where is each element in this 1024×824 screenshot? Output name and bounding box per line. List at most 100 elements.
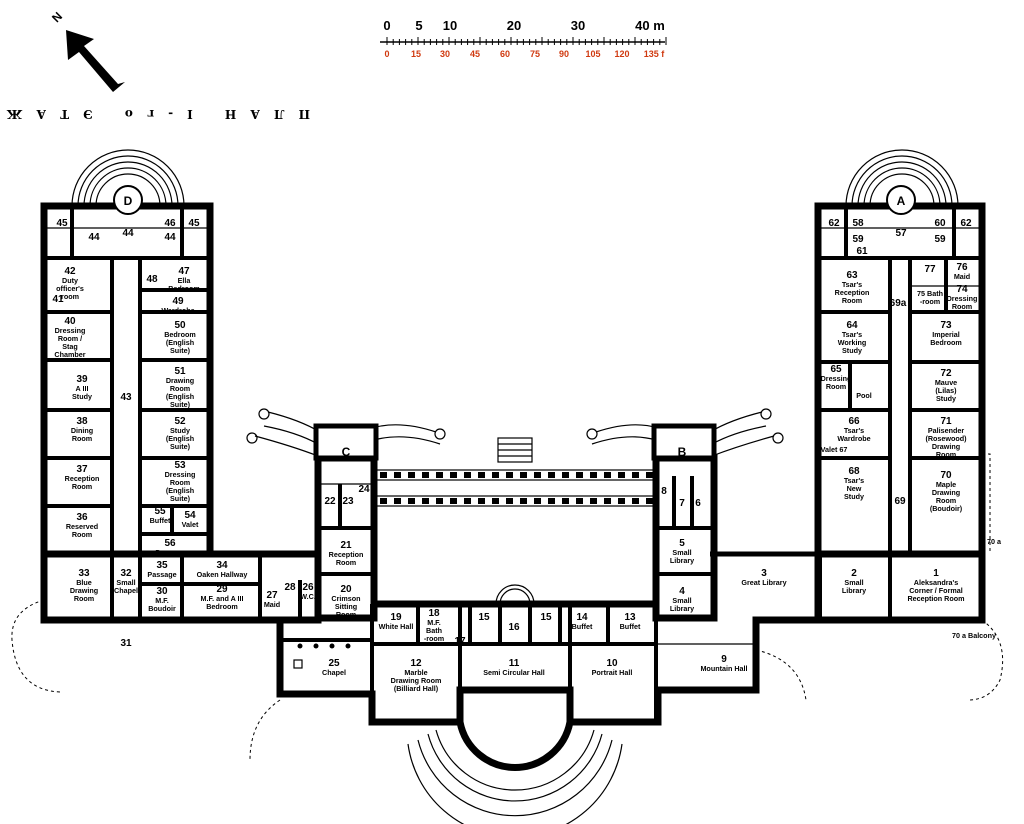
- room-r70balcony: 70 a Balcony: [952, 631, 996, 640]
- room-label: Drawing Room: [391, 676, 442, 685]
- room-label: Chapel: [114, 586, 138, 595]
- room-label: Room /: [58, 334, 82, 343]
- chapel-columns: [293, 643, 351, 669]
- column: [576, 498, 583, 504]
- room-label: Room: [336, 610, 356, 619]
- room-label: Valet: [182, 520, 199, 529]
- room-r58: 58: [852, 218, 864, 229]
- room-r45a: 45: [56, 218, 68, 229]
- room-number: 71: [940, 416, 952, 427]
- room-label: Buffet: [572, 622, 593, 631]
- wing-label-a: A: [897, 194, 906, 208]
- column: [520, 472, 527, 478]
- room-number: 36: [76, 512, 88, 523]
- room-number: 33: [78, 568, 90, 579]
- room-number: 7: [679, 498, 685, 509]
- room-number: 8: [661, 486, 667, 497]
- column: [604, 498, 611, 504]
- room-number: 61: [856, 246, 868, 257]
- room-r30: 30M.F.Boudoir: [148, 586, 176, 613]
- room-number: 54: [184, 510, 196, 521]
- room-label: 75 Bath: [917, 289, 943, 298]
- room-number: 14: [576, 612, 588, 623]
- room-number: 5: [679, 538, 685, 549]
- room-number: 3: [761, 568, 767, 579]
- room-label: Room: [170, 478, 190, 487]
- north-arrow-icon: N: [49, 9, 125, 92]
- room-label: Room: [336, 558, 356, 567]
- room-number: 39: [76, 374, 88, 385]
- room-label: Study: [72, 392, 92, 401]
- room-label: Room: [74, 594, 94, 603]
- room-label: (English: [166, 392, 194, 401]
- room-number: 31: [120, 638, 132, 649]
- room-number: 52: [174, 416, 186, 427]
- room-label: (Lilas): [935, 386, 957, 395]
- room-label: Palisender: [928, 426, 965, 435]
- room-number: 74: [956, 284, 968, 295]
- room-r44b: 44: [122, 228, 134, 239]
- room-label: 70 a: [987, 537, 1002, 546]
- room-number: 66: [848, 416, 860, 427]
- room-number: 44: [122, 228, 134, 239]
- room-label: Room: [842, 296, 862, 305]
- room-label: Dressing: [165, 470, 196, 479]
- room-label: Drawing: [166, 376, 194, 385]
- room-number: 1: [933, 568, 939, 579]
- column: [380, 472, 387, 478]
- room-label: Semi Circular Hall: [483, 668, 545, 677]
- room-number: 29: [216, 584, 228, 595]
- scale-f-60: 60: [500, 49, 510, 59]
- room-label: Working: [838, 338, 867, 347]
- room-label: Reception Room: [907, 594, 964, 603]
- left-wing-interior: [44, 206, 210, 554]
- room-r28: 28: [284, 582, 296, 593]
- room-r75: 75 Bath-room: [917, 289, 943, 306]
- room-r69a: 69a: [890, 298, 907, 309]
- room-label: Dining: [71, 426, 93, 435]
- scale-f-45: 45: [470, 49, 480, 59]
- room-label: Corner / Formal: [909, 586, 963, 595]
- column: [450, 472, 457, 478]
- room-number: 24: [358, 484, 370, 495]
- room-number: 6: [695, 498, 701, 509]
- room-label: Study: [844, 492, 864, 501]
- room-label: Great Library: [741, 578, 786, 587]
- room-number: 37: [76, 464, 88, 475]
- room-label: Maple: [936, 480, 956, 489]
- room-label: Imperial: [932, 330, 960, 339]
- room-number: 69a: [890, 298, 907, 309]
- wing-label-c: C: [342, 445, 351, 459]
- room-label: White Hall: [379, 622, 414, 631]
- room-label: Wardrobe: [837, 434, 870, 443]
- room-label: Tsar's: [844, 426, 864, 435]
- room-r44a: 44: [88, 232, 100, 243]
- room-label: Drawing: [70, 586, 98, 595]
- room-number: 50: [174, 320, 186, 331]
- room-label: Pool: [856, 391, 872, 400]
- room-number: 20: [340, 584, 352, 595]
- column: [380, 498, 387, 504]
- curved-arcades: [246, 408, 784, 461]
- room-number: 45: [56, 218, 68, 229]
- scale-f-15: 15: [411, 49, 421, 59]
- room-number: 40: [64, 316, 76, 327]
- room-r23: 23: [342, 496, 354, 507]
